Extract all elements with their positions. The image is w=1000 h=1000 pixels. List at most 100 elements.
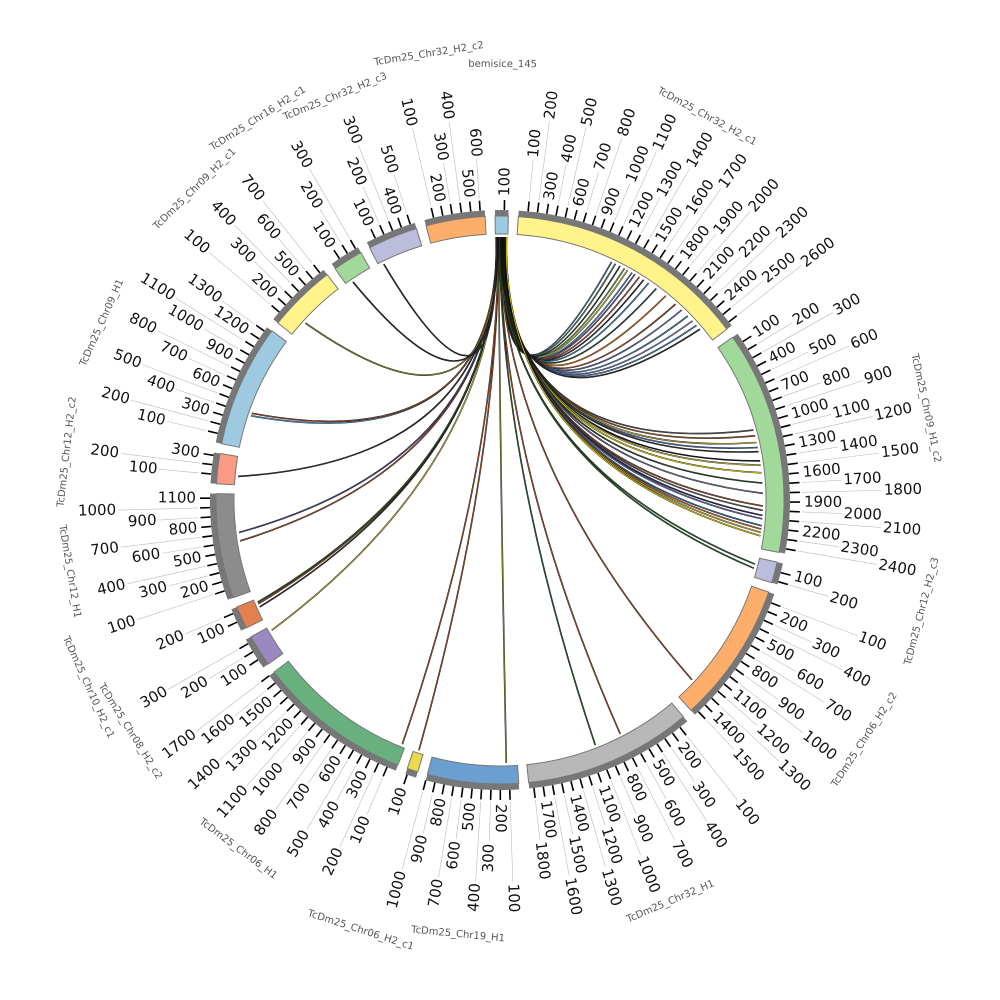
tick-label: 400 [95,575,127,599]
tick-mark [623,761,630,772]
tick-mark [349,239,357,249]
tick-label: 500 [271,247,304,280]
segment-bar[interactable] [526,702,685,784]
segment-bar[interactable] [368,227,423,265]
tick-label: 300 [339,113,366,146]
segment-bar[interactable] [215,493,251,599]
segment-bar[interactable] [516,216,728,341]
segment-TcDm25_Chr32_H2_c1[interactable]: 1002003004005006007008009001000110012001… [516,85,838,341]
tick-label: 400 [379,184,406,217]
segment-bar[interactable] [425,215,487,244]
segment-TcDm25_Chr06_H2_c2[interactable]: 1002003004005006007008009001000110012001… [678,585,900,795]
tick-mark [305,270,314,280]
tick-band [210,452,220,484]
tick-mark [202,535,213,538]
tick-mark [689,272,698,282]
tick-leader [162,546,202,554]
segment-TcDm25_Chr12_H1[interactable]: 10020030040050060070080090010001100TcDm2… [56,488,251,637]
tick-label: 300 [430,131,452,162]
segment-bar[interactable] [678,585,770,712]
segment-bar[interactable] [717,336,785,554]
tick-leader [583,790,606,868]
tick-leader [799,452,880,464]
tick-mark [226,375,237,381]
tick-mark [659,249,667,259]
tick-leader [761,651,797,672]
tick-mark [341,244,349,254]
segment-bar[interactable] [334,251,371,285]
tick-label: 100 [180,225,213,257]
tick-mark [422,780,427,791]
segment-bar[interactable] [250,627,284,665]
segment-label: TcDm25_Chr19_H1 [410,924,506,944]
link-to-TcDm25_Chr10_H2_c1 [257,237,499,605]
segment-bar[interactable] [406,750,424,773]
link-outline [498,236,597,746]
segment-bar[interactable] [273,660,406,766]
tick-mark [239,349,250,356]
tick-leader [256,712,286,741]
tick-mark [606,769,612,780]
tick-mark [626,230,633,240]
segment-bar[interactable] [753,557,778,584]
tick-leader [137,594,214,620]
tick-label: 500 [577,96,601,128]
tick-mark [750,644,760,652]
tick-leader [195,682,260,732]
tick-label: 600 [190,363,223,391]
tick-label: 100 [217,660,251,691]
tick-label: 100 [346,813,374,846]
tick-mark [788,529,799,533]
tick-leader [567,127,587,206]
segment-bar[interactable] [236,599,264,629]
segment-TcDm25_Chr19_H1[interactable]: 1002003004005006007008009001000TcDm25_Ch… [383,756,524,944]
tick-leader [306,760,348,830]
tick-label: 300 [479,844,498,873]
tick-mark [451,786,455,797]
tick-label: 100 [194,619,228,647]
tick-mark [785,548,796,552]
tick-mark [222,383,233,390]
segment-bar[interactable] [494,215,509,235]
tick-mark [312,264,321,274]
tick-mark [203,452,214,457]
tick-label: 800 [250,805,281,839]
tick-mark [397,217,403,228]
tick-label: 700 [157,337,191,365]
tick-label: 200 [426,172,449,204]
tick-mark [201,472,212,475]
tick-mark [536,202,540,213]
tick-label: 300 [809,634,843,662]
tick-leader [401,791,424,870]
link-outline [257,237,499,605]
segment-bar[interactable] [277,273,339,335]
tick-leader [208,657,243,680]
tick-label: 1300 [653,158,687,200]
tick-mark [573,209,578,220]
tick-mark [382,766,388,777]
tick-leader [234,224,291,283]
segment-bar[interactable] [426,756,520,785]
tick-leader [687,736,738,800]
tick-label: 100 [128,457,158,477]
tick-mark [778,414,789,420]
tick-label: 1100 [730,686,771,724]
tick-mark [755,636,765,643]
tick-mark [239,643,249,650]
segment-label: TcDm25_Chr32_H1 [624,878,716,925]
link-outline [238,237,498,534]
tick-label: 400 [207,197,240,230]
tick-mark [716,300,725,308]
tick-label: 1500 [236,692,277,731]
tick-band [771,562,783,585]
segment-bar[interactable] [221,330,288,448]
tick-mark [527,201,530,212]
tick-leader [592,787,606,826]
tick-mark [315,728,323,738]
tick-label: 100 [349,196,378,230]
segment-bar[interactable] [215,452,239,486]
tick-mark [214,590,225,595]
